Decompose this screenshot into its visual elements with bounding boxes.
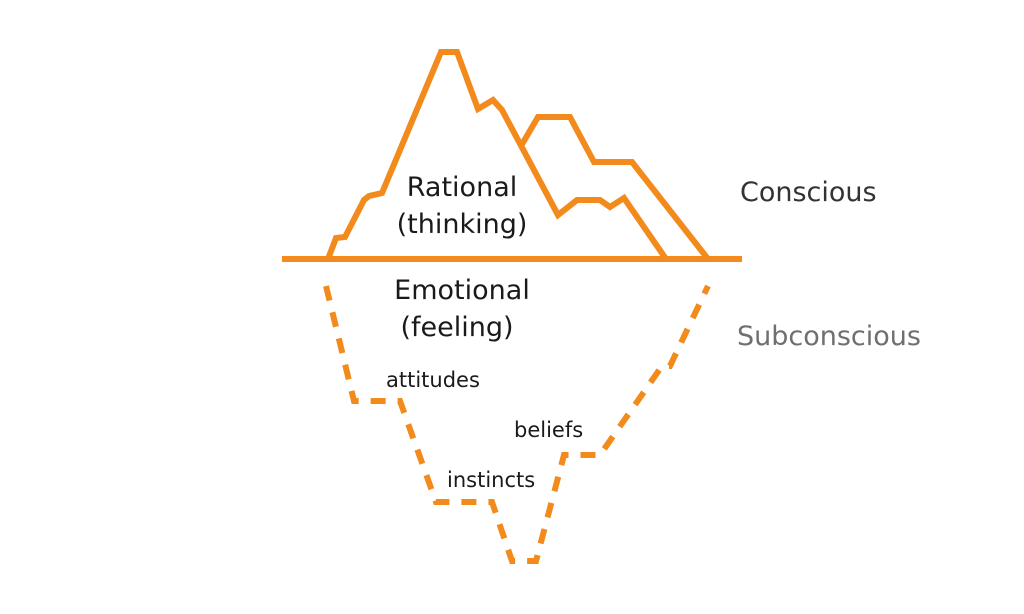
beliefs-label: beliefs bbox=[514, 418, 584, 442]
rational-label: Rational bbox=[406, 172, 518, 203]
iceberg-secondary-peak bbox=[518, 114, 711, 261]
instincts-label: instincts bbox=[447, 468, 536, 492]
attitudes-label: attitudes bbox=[386, 368, 480, 392]
conscious-label: Conscious bbox=[740, 177, 877, 208]
subconscious-label: Subconscious bbox=[737, 321, 921, 352]
iceberg-main-peak bbox=[325, 49, 669, 261]
thinking-label: (thinking) bbox=[396, 209, 528, 240]
feeling-label: (feeling) bbox=[400, 312, 514, 343]
emotional-label: Emotional bbox=[394, 275, 530, 306]
